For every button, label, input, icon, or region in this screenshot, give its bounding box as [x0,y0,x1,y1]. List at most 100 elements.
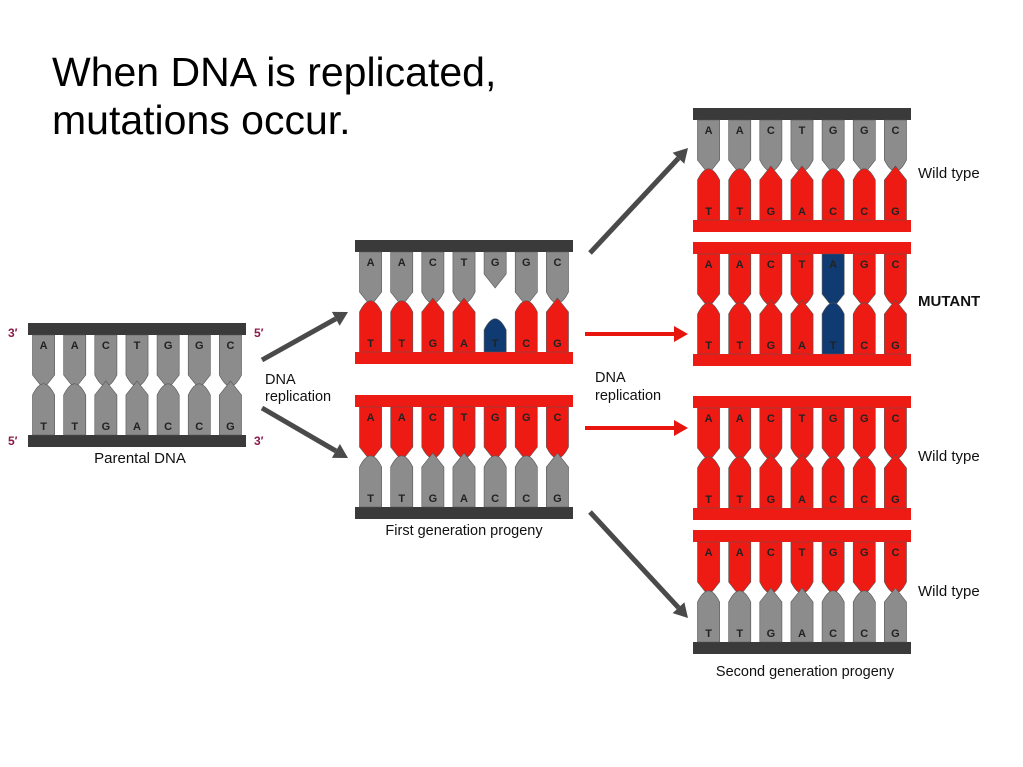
base-top [697,541,720,597]
base-letter-top: G [860,259,869,271]
base-bottom [219,380,242,436]
base-letter-top: G [860,547,869,559]
arrow-to-gen2-3 [585,420,688,436]
base-bottom [884,299,907,355]
base-top [359,251,382,307]
base-letter-bottom: A [798,628,806,640]
arrow-to-gen2-4 [588,510,688,618]
base-bottom [821,456,845,509]
base-letter-top: G [491,412,500,424]
base-letter-bottom: C [164,421,172,433]
backbone-bottom [355,507,573,519]
slide-title: When DNA is replicated, mutations occur. [52,48,612,144]
base-letter-top: C [767,125,775,137]
molecule-label-wild-type-3: Wild type [918,583,980,600]
base-letter-top: A [398,257,406,269]
second-generation-label: Second generation progeny [716,664,895,680]
base-bottom [790,453,814,509]
base-letter-bottom: A [460,493,468,505]
base-top [514,406,538,462]
base-letter-top: G [164,340,173,352]
backbone-bottom [693,354,911,366]
base-letter-top: A [736,547,744,559]
base-letter-bottom: T [705,628,712,640]
base-bottom [63,383,87,436]
base-letter-top: C [553,257,561,269]
backbone-bottom [693,220,911,232]
base-letter-bottom: C [491,493,499,505]
base-top [821,541,845,597]
base-bottom [359,455,382,508]
base-letter-bottom: T [736,494,743,506]
title-line-1: When DNA is replicated, [52,49,497,95]
base-letter-bottom: G [226,421,235,433]
base-letter-bottom: G [891,340,900,352]
base-letter-top: A [367,412,375,424]
base-letter-top: T [799,259,806,271]
base-letter-top: T [799,547,806,559]
base-top [821,253,845,309]
base-bottom [884,587,907,643]
base-letter-top: T [799,125,806,137]
base-top [390,251,414,307]
base-letter-bottom: C [860,206,868,218]
molecule-label-wild-type-2: Wild type [918,448,980,465]
base-letter-bottom: C [522,338,530,350]
molecule-label-wild-type-1: Wild type [918,165,980,182]
base-letter-bottom: T [705,494,712,506]
base-bottom [728,590,752,643]
base-letter-top: C [429,412,437,424]
base-top [821,407,845,463]
base-letter-bottom: C [860,628,868,640]
base-letter-bottom: C [195,421,203,433]
base-letter-bottom: G [767,494,776,506]
base-top [156,334,180,390]
base-bottom [452,297,476,353]
base-bottom [697,456,720,509]
base-letter-top: A [705,413,713,425]
prime-label-3-bottom: 3′ [254,434,264,448]
base-letter-top: G [860,413,869,425]
replication-label-1-line-1: DNA [265,372,296,388]
base-top [852,407,876,463]
base-letter-top: T [461,412,468,424]
base-bottom [546,297,569,353]
base-letter-bottom: T [705,206,712,218]
base-letter-top: G [829,413,838,425]
base-bottom [821,168,845,221]
base-bottom [728,302,752,355]
backbone-top [693,242,911,254]
backbone-bottom [355,352,573,364]
base-bottom [452,452,476,508]
base-letter-bottom: T [736,206,743,218]
base-bottom [483,455,507,508]
base-top [32,334,55,390]
base-letter-bottom: G [553,493,562,505]
base-top [852,541,876,597]
base-bottom [728,168,752,221]
base-letter-top: A [829,259,837,271]
base-top [697,253,720,309]
base-bottom [790,165,814,221]
molecule-layer: A T A T C G T A G C G C C G A T A T C G T A G T G C C G A T A T C G T A G C G C… [28,108,911,654]
base-bottom [546,452,569,508]
base-letter-bottom: T [492,338,499,350]
prime-label-5-bottom: 5′ [8,434,18,448]
base-letter-top: C [891,547,899,559]
base-bottom [514,455,538,508]
backbone-bottom [693,642,911,654]
base-top [852,119,876,175]
base-letter-top: A [398,412,406,424]
base-letter-bottom: A [460,338,468,350]
base-letter-bottom: G [429,493,438,505]
base-letter-bottom: C [522,493,530,505]
base-letter-top: T [134,340,141,352]
base-letter-top: T [461,257,468,269]
base-letter-top: G [829,125,838,137]
base-bottom [697,590,720,643]
base-top [514,251,538,307]
